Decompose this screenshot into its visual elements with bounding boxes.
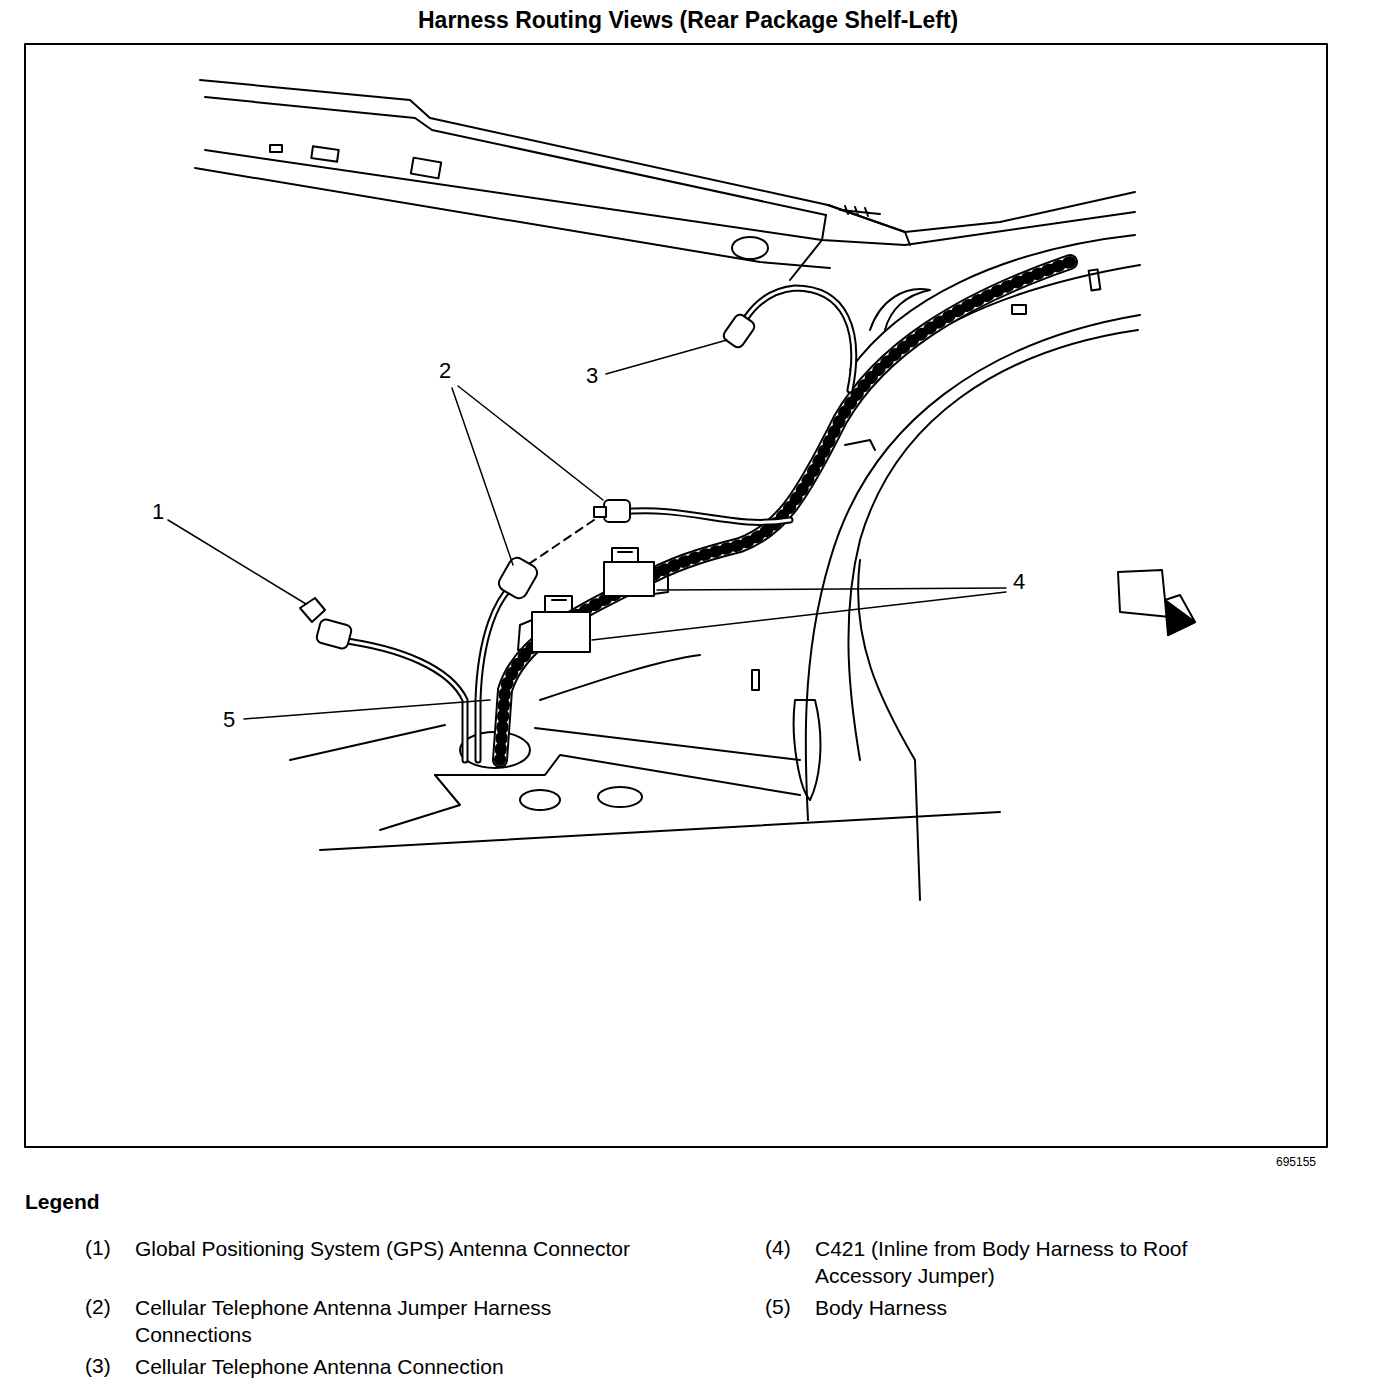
legend-number: (2)	[85, 1294, 111, 1320]
legend-number: (4)	[765, 1235, 791, 1261]
legend-number: (5)	[765, 1294, 791, 1320]
legend-text: Cellular Telephone Antenna Jumper Harnes…	[135, 1294, 655, 1349]
antenna-cable	[300, 288, 854, 760]
legend-heading: Legend	[25, 1189, 100, 1215]
diagram-title: Harness Routing Views (Rear Package Shel…	[418, 6, 958, 35]
body-harness	[500, 262, 1070, 760]
callout-number: 4	[1011, 568, 1027, 596]
callout-number: 2	[437, 357, 453, 385]
leader-line	[168, 340, 1006, 719]
legend-text: Global Positioning System (GPS) Antenna …	[135, 1235, 655, 1262]
callout-number: 3	[584, 362, 600, 390]
figure-number: 695155	[1276, 1155, 1316, 1170]
legend-text: Body Harness	[815, 1294, 1285, 1321]
callout-number: 5	[221, 706, 237, 734]
legend-text: C421 (Inline from Body Harness to Roof A…	[815, 1235, 1285, 1290]
callout-number: 1	[150, 498, 166, 526]
body-panel	[195, 80, 1140, 900]
legend-number: (1)	[85, 1235, 111, 1261]
legend-text: Cellular Telephone Antenna Connection	[135, 1353, 655, 1380]
frame	[25, 44, 1327, 1147]
legend-number: (3)	[85, 1353, 111, 1379]
direction-arrow	[1118, 570, 1195, 635]
connector-c421	[518, 548, 668, 652]
